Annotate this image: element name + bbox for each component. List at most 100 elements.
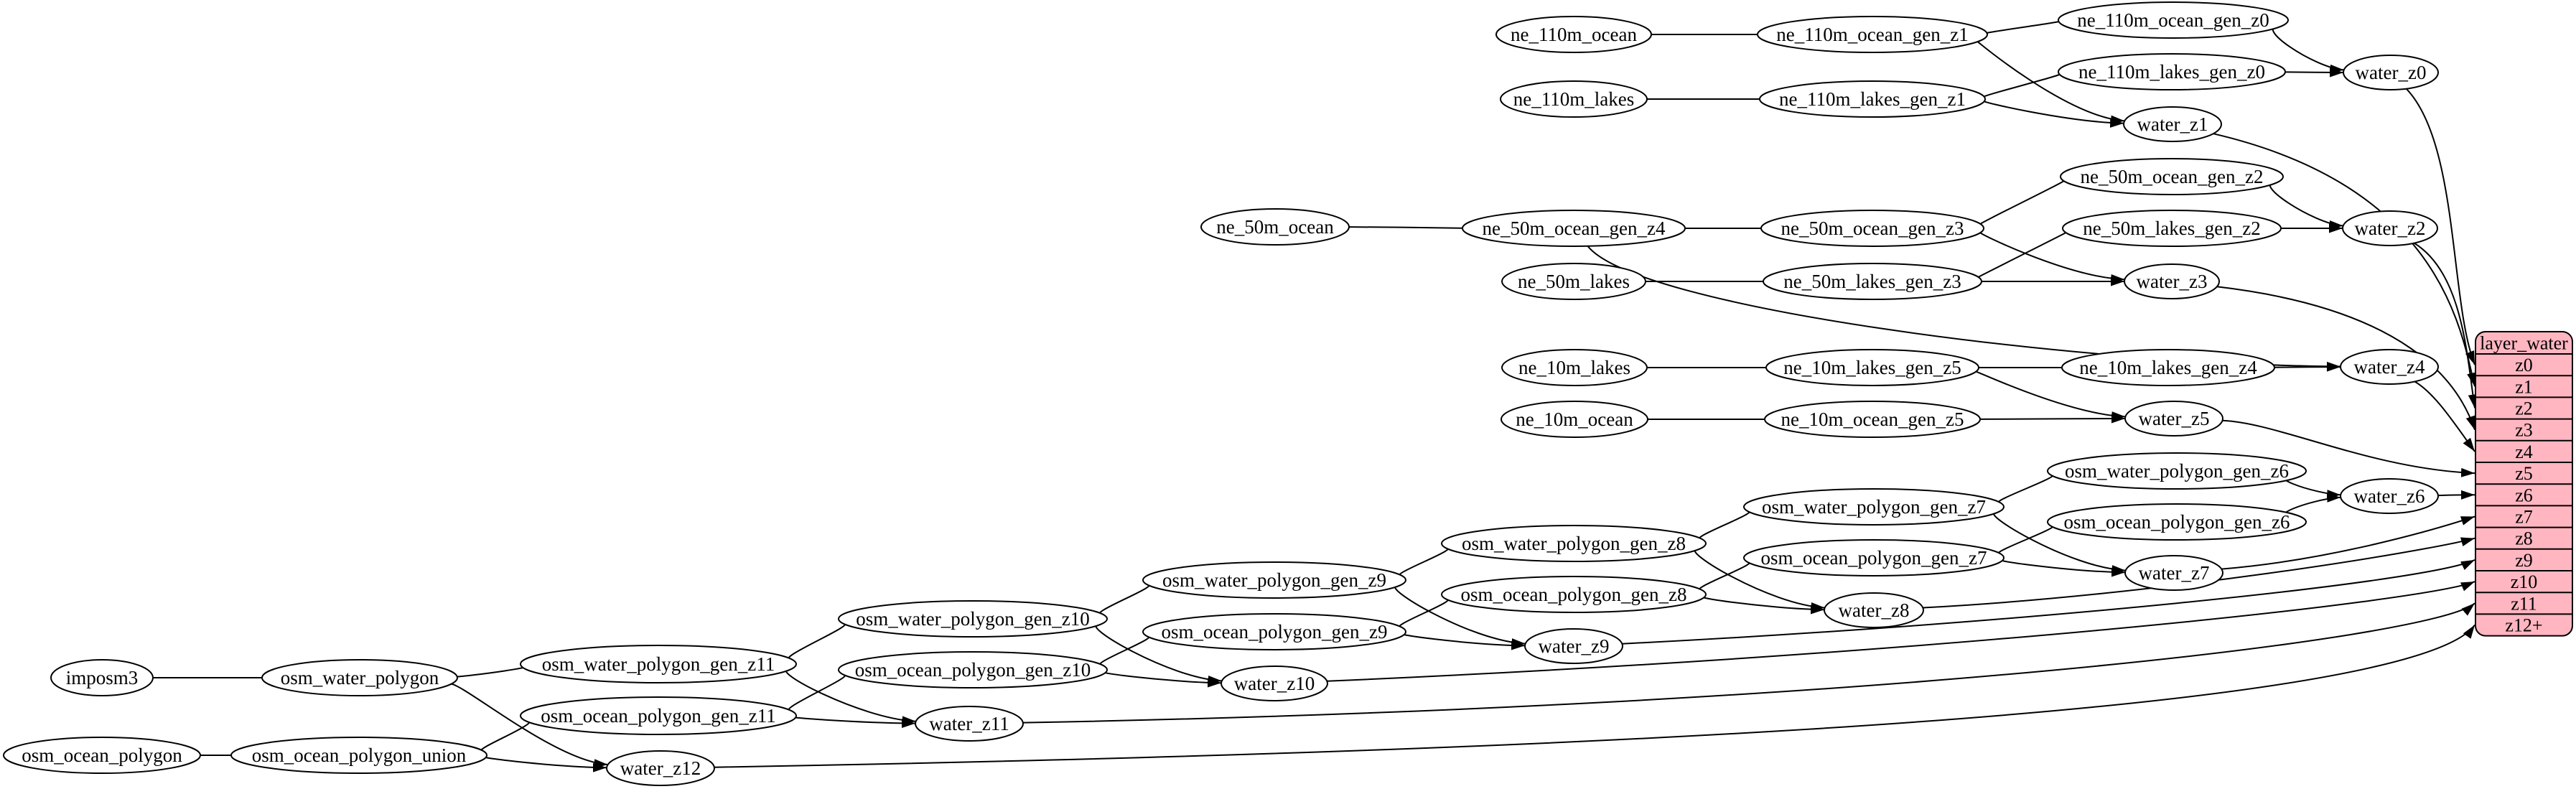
node-ne_110m_ocean_gen_z1-label: ne_110m_ocean_gen_z1 [1776, 24, 1968, 45]
node-water_z4: water_z4 [2340, 349, 2439, 385]
nodes-layer: ne_110m_ocean ne_110m_ocean_gen_z1 ne_110m… [3, 1, 2439, 786]
edge-water_z2-to-layer_water:z2 [2414, 242, 2478, 408]
node-water_z6: water_z6 [2340, 478, 2439, 514]
node-ne_10m_lakes_gen_z5-label: ne_10m_lakes_gen_z5 [1783, 357, 1961, 378]
node-osm_water_polygon-ellipse [261, 659, 458, 696]
node-water_z3-ellipse [2124, 263, 2220, 299]
node-ne_50m_lakes_gen_z2-ellipse [2062, 210, 2282, 247]
edge-water_z4-to-layer_water:z4 [2414, 381, 2475, 452]
node-osm_ocean_polygon_gen_z10: osm_ocean_polygon_gen_z10 [838, 651, 1108, 688]
node-water_z2-ellipse [2342, 210, 2438, 246]
node-water_z1-label: water_z1 [2137, 113, 2208, 135]
edge-osm_ocean_polygon_union-to-water_z12 [482, 755, 607, 772]
edge-osm_water_polygon-to-water_z12 [451, 683, 608, 769]
edge-ne_110m_ocean_gen_z1-to-water_z1 [1977, 41, 2125, 125]
edge-osm_ocean_polygon_union-to-osm_ocean_polygon_gen_z11 [480, 714, 538, 752]
edge-water_z7-to-layer_water:z7 [2221, 515, 2475, 570]
node-ne_50m_lakes-ellipse [1501, 263, 1646, 300]
table-row-z2: z2 [2515, 398, 2533, 419]
node-osm_water_polygon_gen_z10-label: osm_water_polygon_gen_z10 [856, 608, 1089, 630]
node-ne_50m_ocean_gen_z4: ne_50m_ocean_gen_z4 [1462, 210, 1686, 247]
edge-osm_water_polygon_gen_z8-to-osm_water_polygon_gen_z7 [1698, 505, 1760, 541]
edge-water_z5-to-layer_water:z5 [2222, 419, 2475, 477]
node-ne_110m_ocean_gen_z1: ne_110m_ocean_gen_z1 [1757, 16, 1988, 53]
node-ne_110m_ocean-ellipse [1495, 16, 1652, 53]
table-row-z4: z4 [2515, 442, 2533, 462]
edge-water_z12-to-layer_water:z12+ [714, 624, 2475, 768]
node-water_z5: water_z5 [2124, 401, 2223, 436]
node-osm_ocean_polygon-label: osm_ocean_polygon [22, 744, 182, 766]
edge-osm_water_polygon_gen_z11-to-osm_water_polygon_gen_z10 [788, 617, 857, 660]
node-osm_ocean_polygon: osm_ocean_polygon [3, 737, 201, 774]
edge-ne_50m_lakes_gen_z3-to-ne_50m_lakes_gen_z2 [1977, 228, 2080, 279]
node-ne_10m_ocean: ne_10m_ocean [1501, 401, 1648, 438]
node-water_z2: water_z2 [2342, 210, 2438, 246]
node-water_z4-ellipse [2340, 349, 2439, 385]
node-ne_50m_lakes_gen_z2-label: ne_50m_lakes_gen_z2 [2083, 218, 2260, 239]
edge-osm_water_polygon-to-osm_water_polygon_gen_z11 [457, 660, 535, 678]
node-osm_ocean_polygon_union-label: osm_ocean_polygon_union [252, 744, 467, 766]
node-ne_50m_ocean_gen_z3-ellipse [1760, 210, 1984, 247]
node-water_z6-label: water_z6 [2354, 485, 2425, 507]
edge-water_z8-to-layer_water:z8 [1923, 537, 2475, 609]
edge-ne_50m_ocean_gen_z2-to-water_z2 [2269, 181, 2343, 230]
node-osm_water_polygon_gen_z11: osm_water_polygon_gen_z11 [520, 645, 797, 683]
node-ne_110m_ocean-label: ne_110m_ocean [1511, 24, 1637, 45]
table-row-z11: z11 [2511, 593, 2537, 614]
edge-ne_50m_ocean-to-ne_50m_ocean_gen_z4 [1348, 223, 1477, 233]
node-ne_110m_lakes-label: ne_110m_lakes [1513, 88, 1634, 110]
node-water_z8-label: water_z8 [1839, 599, 1910, 621]
node-osm_ocean_polygon-ellipse [3, 737, 201, 774]
node-ne_50m_lakes_gen_z3-label: ne_50m_lakes_gen_z3 [1783, 271, 1961, 292]
edge-osm_ocean_polygon_gen_z8-to-osm_ocean_polygon_gen_z7 [1698, 556, 1760, 592]
edge-osm_water_polygon_gen_z8-to-water_z8 [1694, 548, 1825, 612]
table-row-z12+: z12+ [2505, 615, 2542, 636]
node-water_z4-label: water_z4 [2354, 356, 2425, 378]
node-ne_110m_lakes_gen_z1-label: ne_110m_lakes_gen_z1 [1779, 88, 1966, 110]
node-ne_110m_lakes: ne_110m_lakes [1500, 80, 1648, 118]
node-osm_ocean_polygon_gen_z7: osm_ocean_polygon_gen_z7 [1743, 539, 2005, 576]
node-ne_110m_lakes-ellipse [1500, 80, 1648, 118]
node-ne_110m_ocean_gen_z0-ellipse [2058, 1, 2289, 39]
table-row-z10: z10 [2511, 571, 2538, 592]
edge-osm_water_polygon_gen_z10-to-osm_water_polygon_gen_z9 [1098, 579, 1160, 616]
edge-ne_50m_ocean_gen_z4-to-water_z4 [1587, 246, 2341, 371]
node-ne_10m_ocean_gen_z5-label: ne_10m_ocean_gen_z5 [1781, 408, 1964, 430]
node-osm_water_polygon_gen_z7-ellipse [1743, 488, 2005, 526]
table-row-z5: z5 [2515, 463, 2533, 484]
node-ne_110m_lakes_gen_z0-ellipse [2058, 53, 2286, 90]
node-water_z3-label: water_z3 [2137, 271, 2208, 292]
node-ne_10m_lakes_gen_z5-ellipse [1765, 349, 1979, 386]
node-ne_110m_lakes_gen_z1: ne_110m_lakes_gen_z1 [1759, 80, 1986, 118]
node-water_z1: water_z1 [2123, 106, 2222, 142]
node-osm_water_polygon_gen_z6: osm_water_polygon_gen_z6 [2047, 452, 2307, 490]
node-ne_50m_lakes_gen_z3-ellipse [1763, 263, 1982, 300]
edge-osm_ocean_polygon_gen_z7-to-water_z7 [1998, 559, 2126, 577]
node-ne_10m_lakes_gen_z5: ne_10m_lakes_gen_z5 [1765, 349, 1979, 386]
node-osm_ocean_polygon_gen_z10-label: osm_ocean_polygon_gen_z10 [855, 659, 1091, 681]
node-ne_50m_ocean_gen_z2: ne_50m_ocean_gen_z2 [2060, 158, 2284, 195]
node-osm_ocean_polygon_gen_z9-label: osm_ocean_polygon_gen_z9 [1162, 621, 1388, 643]
table-title: layer_water [2480, 333, 2568, 354]
node-water_z7-ellipse [2124, 555, 2223, 591]
node-water_z12-label: water_z12 [620, 757, 701, 779]
node-osm_water_polygon_gen_z11-label: osm_water_polygon_gen_z11 [542, 653, 775, 675]
edge-osm_water_polygon_gen_z10-to-water_z10 [1095, 624, 1222, 685]
node-water_z8: water_z8 [1824, 592, 1924, 628]
node-water_z6-ellipse [2340, 478, 2439, 514]
node-ne_50m_ocean_gen_z4-ellipse [1462, 210, 1686, 247]
edge-osm_ocean_polygon_gen_z7-to-osm_ocean_polygon_gen_z6 [1997, 520, 2064, 556]
edge-osm_water_polygon_gen_z7-to-water_z7 [1993, 512, 2126, 575]
node-osm_ocean_polygon_union: osm_ocean_polygon_union [230, 737, 487, 774]
edge-ne_110m_ocean_gen_z0-to-water_z0 [2272, 25, 2344, 74]
node-osm_water_polygon_gen_z8-ellipse [1441, 525, 1707, 562]
edge-water_z10-to-layer_water:z10 [1327, 581, 2475, 682]
node-water_z10: water_z10 [1221, 666, 1328, 701]
node-ne_10m_lakes_gen_z4-label: ne_10m_lakes_gen_z4 [2079, 357, 2257, 378]
node-water_z9-ellipse [1524, 628, 1623, 664]
node-osm_ocean_polygon_gen_z6-label: osm_ocean_polygon_gen_z6 [2064, 511, 2290, 533]
node-osm_ocean_polygon_gen_z11-label: osm_ocean_polygon_gen_z11 [541, 705, 775, 727]
table-row-z3: z3 [2515, 420, 2533, 441]
node-osm_ocean_polygon_gen_z9: osm_ocean_polygon_gen_z9 [1142, 613, 1406, 650]
edge-ne_50m_ocean_gen_z3-to-ne_50m_ocean_gen_z2 [1979, 176, 2078, 225]
